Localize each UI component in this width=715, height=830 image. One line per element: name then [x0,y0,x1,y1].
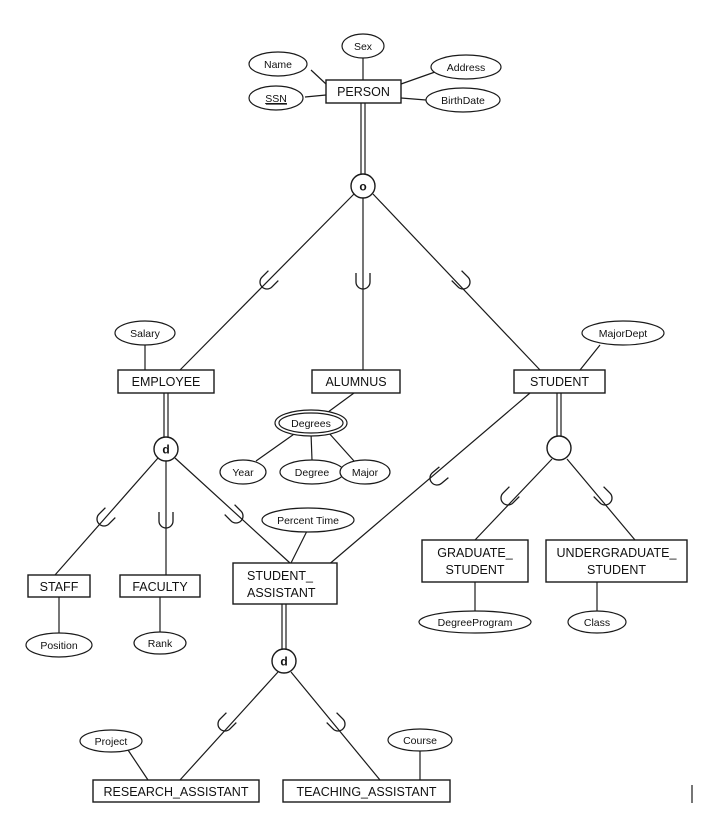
entity-teaching-assistant-label: TEACHING_ASSISTANT [296,785,436,799]
attr-degree: Degree [279,459,345,485]
entity-person-label: PERSON [337,85,390,99]
attr-class-label: Class [584,617,610,629]
entity-faculty: FACULTY [119,574,201,598]
disjoint-circle-assistant: d [271,648,297,674]
entity-graduate-student-label-1: GRADUATE_ [437,546,514,560]
attr-major-label: Major [352,467,379,479]
attr-birthdate: BirthDate [425,87,501,113]
entity-employee: EMPLOYEE [117,369,215,394]
attr-ssn: SSN [248,85,304,111]
attr-majordept: MajorDept [581,320,665,346]
attr-birthdate-label: BirthDate [441,95,485,107]
subset-undergraduate-icon [593,486,613,506]
attr-year-label: Year [232,467,254,479]
attr-degree-program-label: DegreeProgram [438,617,513,629]
attr-percent-time-label: Percent Time [277,515,339,527]
subset-student-assistant-student-icon [429,466,449,486]
attr-project-label: Project [95,736,128,748]
attr-degrees-label: Degrees [291,418,331,430]
entity-alumnus-label: ALUMNUS [325,375,386,389]
attr-degree-program: DegreeProgram [418,610,532,634]
attr-position-label: Position [40,640,78,652]
attr-percent-time: Percent Time [261,507,355,533]
attr-course: Course [387,728,453,752]
entity-undergraduate-student-label-1: UNDERGRADUATE_ [557,546,678,560]
overlap-symbol: o [359,180,366,194]
disjoint-symbol-assistant: d [280,655,287,669]
entity-teaching-assistant: TEACHING_ASSISTANT [282,779,451,803]
entity-undergraduate-student: UNDERGRADUATE_ STUDENT [545,539,688,583]
attr-year: Year [219,459,267,485]
attr-project: Project [79,729,143,753]
entity-graduate-student: GRADUATE_ STUDENT [421,539,529,583]
entity-undergraduate-student-label-2: STUDENT [587,563,646,577]
attr-name: Name [248,51,308,77]
subset-teaching-icon [326,712,346,732]
subset-staff-icon [96,507,116,527]
entity-alumnus: ALUMNUS [311,369,401,394]
entity-staff-label: STAFF [40,580,79,594]
subset-symbols [96,270,613,732]
attr-rank-label: Rank [148,638,173,650]
attr-sex-label: Sex [354,41,373,53]
attr-salary-label: Salary [130,328,161,340]
subset-alumnus-icon [355,273,371,290]
attr-majordept-label: MajorDept [599,328,648,340]
entity-graduate-student-label-2: STUDENT [445,563,504,577]
entity-student-label: STUDENT [530,375,589,389]
specialization-circle-student [546,435,572,461]
attr-address: Address [430,54,502,80]
entity-staff: STAFF [27,574,91,598]
entity-research-assistant-label: RESEARCH_ASSISTANT [104,785,249,799]
attr-position: Position [25,632,93,658]
entity-student: STUDENT [513,369,606,394]
disjoint-circle-employee: d [153,436,179,462]
overlap-circle: o [350,173,376,199]
subset-faculty-icon [158,512,174,529]
entity-faculty-label: FACULTY [132,580,188,594]
entity-student-assistant: STUDENT_ ASSISTANT [232,562,338,605]
attr-rank: Rank [133,631,187,655]
attr-class: Class [567,610,627,634]
entity-research-assistant: RESEARCH_ASSISTANT [92,779,260,803]
attr-major: Major [339,459,391,485]
attr-address-label: Address [447,62,486,74]
subset-student-assistant-employee-icon [224,504,244,524]
subset-student-icon [451,270,471,290]
attr-course-label: Course [403,735,437,747]
attr-ssn-label: SSN [265,93,287,105]
entity-student-assistant-label-2: ASSISTANT [247,586,316,600]
disjoint-symbol-employee: d [162,443,169,457]
attr-degrees: Degrees [274,409,348,437]
connector-lines [54,58,636,781]
subset-employee-icon [259,270,279,290]
attr-degree-label: Degree [295,467,330,479]
entity-employee-label: EMPLOYEE [132,375,201,389]
subset-graduate-icon [500,486,520,506]
attr-sex: Sex [341,33,385,59]
attr-name-label: Name [264,59,292,71]
entity-student-assistant-label-1: STUDENT_ [247,569,314,583]
attr-salary: Salary [114,320,176,346]
entity-person: PERSON [325,79,402,104]
subset-research-icon [217,712,237,732]
